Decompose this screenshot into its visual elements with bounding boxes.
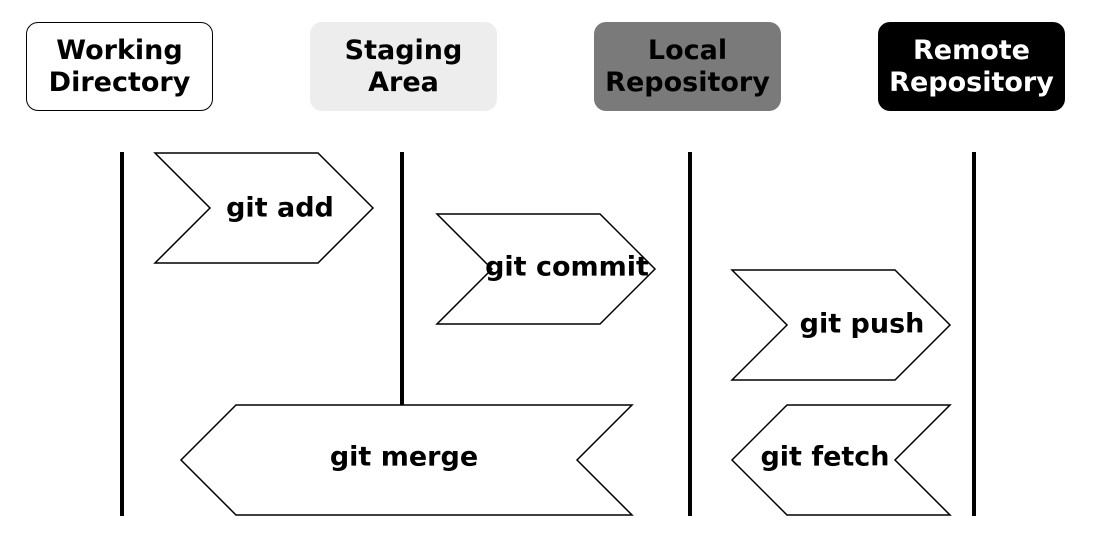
git-fetch-arrow: git fetch <box>730 404 952 516</box>
working-directory-label-line1: Working <box>56 34 183 66</box>
local-repository-box: Local Repository <box>594 22 781 111</box>
git-add-arrow: git add <box>153 152 375 264</box>
git-merge-arrow: git merge <box>179 404 634 516</box>
git-add-label: git add <box>226 193 334 224</box>
working-directory-label-line2: Directory <box>48 66 191 98</box>
git-push-arrow: git push <box>730 269 952 381</box>
staging-area-label-line2: Area <box>368 66 439 98</box>
git-commit-label: git commit <box>485 252 649 283</box>
git-merge-label: git merge <box>330 442 478 473</box>
staging-area-label-line1: Staging <box>344 34 463 66</box>
local-repository-label-line2: Repository <box>605 66 770 98</box>
remote-repository-label-line1: Remote <box>912 34 1030 66</box>
git-fetch-label: git fetch <box>760 442 889 473</box>
staging-area-box: Staging Area <box>310 22 497 111</box>
remote-repository-label-line2: Repository <box>889 66 1054 98</box>
remote-repository-box: Remote Repository <box>878 22 1065 111</box>
working-directory-box: Working Directory <box>26 22 213 111</box>
local-repository-label-line1: Local <box>647 34 728 66</box>
git-commit-arrow: git commit <box>435 213 657 325</box>
git-push-label: git push <box>800 309 925 340</box>
